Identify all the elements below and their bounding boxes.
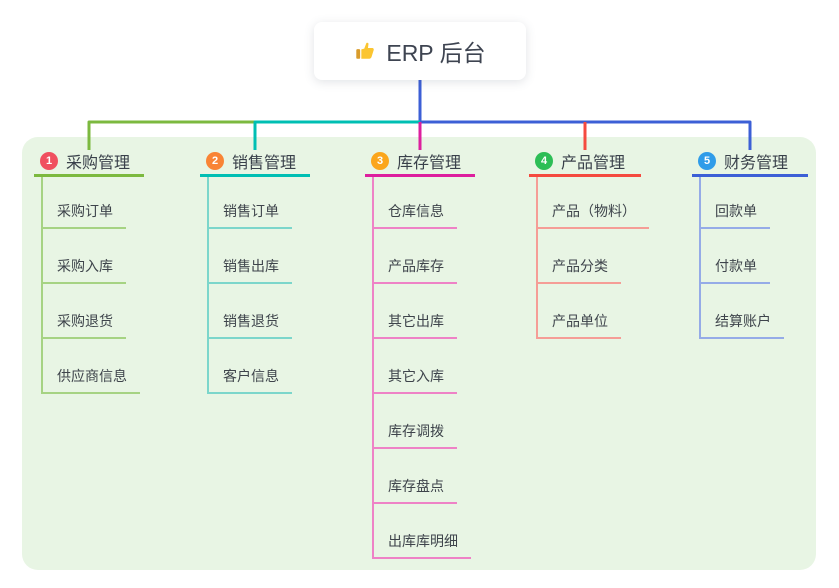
child-node[interactable]: 销售退货	[207, 309, 292, 339]
branch-children-connector	[41, 177, 43, 394]
child-node[interactable]: 采购退货	[41, 309, 126, 339]
child-node[interactable]: 产品（物料）	[536, 199, 649, 229]
child-node[interactable]: 产品库存	[372, 254, 457, 284]
child-node[interactable]: 回款单	[699, 199, 770, 229]
child-node-label: 销售退货	[223, 313, 279, 329]
branch-title-label: 采购管理	[66, 155, 131, 172]
child-node[interactable]: 采购入库	[41, 254, 126, 284]
child-node-label: 其它出库	[388, 313, 444, 329]
child-node-label: 客户信息	[223, 368, 279, 384]
child-node-label: 产品单位	[552, 313, 608, 329]
branch-children-connector	[372, 177, 374, 559]
branch-title-label: 销售管理	[232, 155, 297, 172]
branch-number-badge: 3	[371, 152, 389, 170]
child-node-label: 仓库信息	[388, 203, 444, 219]
mindmap-panel	[22, 137, 816, 570]
branch-number-badge: 5	[698, 152, 716, 170]
child-node-label: 采购订单	[57, 203, 113, 219]
child-node[interactable]: 其它入库	[372, 364, 457, 394]
child-node[interactable]: 结算账户	[699, 309, 784, 339]
child-node-label: 回款单	[715, 203, 757, 219]
branch-number-badge: 4	[535, 152, 553, 170]
branch-title-label: 库存管理	[397, 155, 462, 172]
child-node-label: 采购退货	[57, 313, 113, 329]
child-node-label: 付款单	[715, 258, 757, 274]
child-node[interactable]: 付款单	[699, 254, 770, 284]
child-node[interactable]: 供应商信息	[41, 364, 140, 394]
root-label: ERP 后台	[386, 40, 486, 66]
branch-number-badge: 2	[206, 152, 224, 170]
branch-children-connector	[699, 177, 701, 339]
child-node[interactable]: 出库库明细	[372, 529, 471, 559]
child-node[interactable]: 库存盘点	[372, 474, 457, 504]
child-node-label: 其它入库	[388, 368, 444, 384]
branch-title[interactable]: 1 采购管理	[34, 148, 144, 177]
branch-title[interactable]: 3 库存管理	[365, 148, 475, 177]
child-node[interactable]: 产品分类	[536, 254, 621, 284]
branch-title[interactable]: 2 销售管理	[200, 148, 310, 177]
branch-title-label: 财务管理	[724, 155, 789, 172]
child-node[interactable]: 销售订单	[207, 199, 292, 229]
child-node[interactable]: 产品单位	[536, 309, 621, 339]
child-node-label: 库存调拨	[388, 423, 444, 439]
child-node[interactable]: 库存调拨	[372, 419, 457, 449]
child-node-label: 产品分类	[552, 258, 608, 274]
branch-title[interactable]: 5 财务管理	[692, 148, 808, 177]
child-node-label: 库存盘点	[388, 478, 444, 494]
child-node[interactable]: 销售出库	[207, 254, 292, 284]
child-node[interactable]: 仓库信息	[372, 199, 457, 229]
root-node[interactable]: ERP 后台	[314, 22, 526, 80]
thumbs-up-icon	[354, 40, 376, 62]
branch-title[interactable]: 4 产品管理	[529, 148, 641, 177]
child-node-label: 产品（物料）	[552, 203, 636, 219]
child-node-label: 结算账户	[715, 313, 771, 329]
branch-children-connector	[207, 177, 209, 394]
child-node[interactable]: 其它出库	[372, 309, 457, 339]
child-node[interactable]: 采购订单	[41, 199, 126, 229]
child-node-label: 销售订单	[223, 203, 279, 219]
child-node-label: 产品库存	[388, 258, 444, 274]
child-node-label: 供应商信息	[57, 368, 127, 384]
branch-title-label: 产品管理	[561, 155, 626, 172]
branch-number-badge: 1	[40, 152, 58, 170]
child-node-label: 出库库明细	[388, 533, 458, 549]
child-node-label: 采购入库	[57, 258, 113, 274]
child-node[interactable]: 客户信息	[207, 364, 292, 394]
child-node-label: 销售出库	[223, 258, 279, 274]
branch-children-connector	[536, 177, 538, 339]
